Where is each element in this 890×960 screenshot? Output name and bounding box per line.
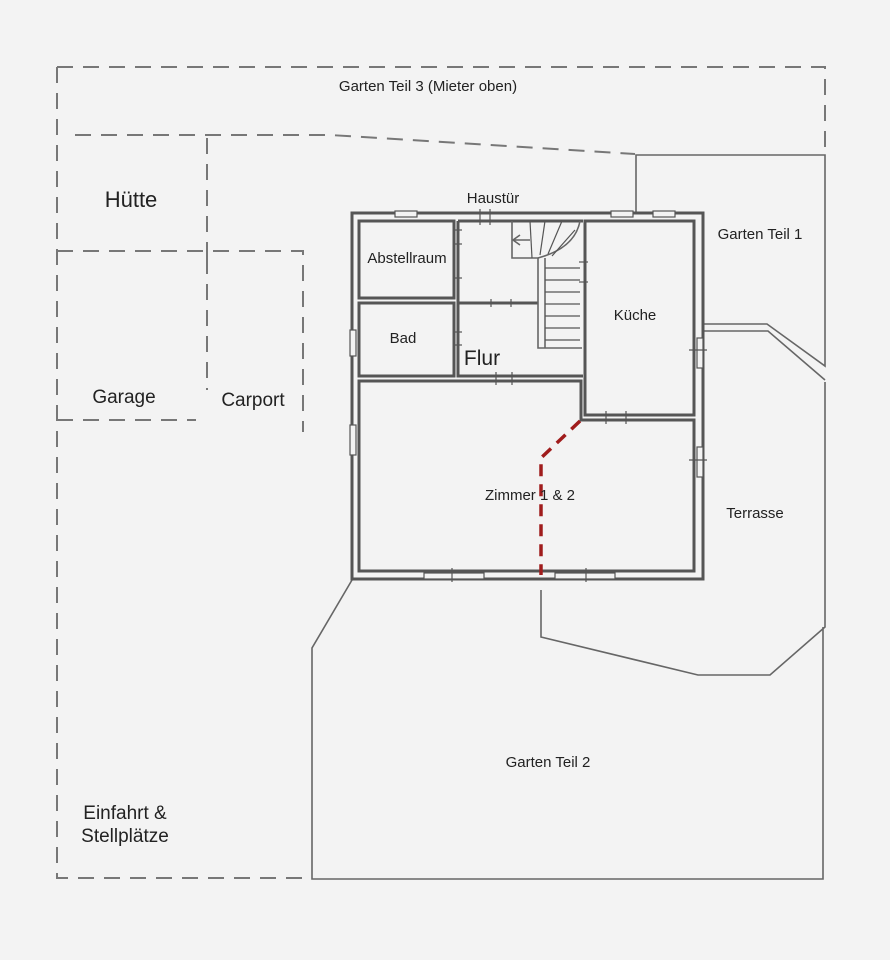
garden-3-boundary bbox=[57, 66, 826, 155]
house-outer-wall bbox=[350, 211, 705, 581]
label-bad: Bad bbox=[390, 330, 417, 347]
label-flur: Flur bbox=[464, 347, 500, 370]
zimmer-wall bbox=[357, 379, 696, 573]
label-huette: Hütte bbox=[105, 187, 158, 212]
label-haustuer: Haustür bbox=[467, 190, 520, 207]
label-abstellraum: Abstellraum bbox=[367, 250, 446, 267]
garden-1-outline bbox=[635, 154, 826, 368]
arrow-icon bbox=[511, 234, 530, 246]
label-einfahrt: Einfahrt & bbox=[83, 803, 167, 824]
left-property-boundary bbox=[56, 67, 312, 879]
terrace-outline-lower bbox=[540, 382, 826, 676]
windows bbox=[349, 209, 707, 582]
label-zimmer: Zimmer 1 & 2 bbox=[485, 487, 575, 504]
label-garten-teil-3: Garten Teil 3 (Mieter oben) bbox=[339, 78, 517, 95]
garage-top-boundary bbox=[57, 250, 304, 432]
kueche-wall bbox=[583, 219, 696, 417]
bad-wall bbox=[357, 301, 456, 378]
label-terrasse: Terrasse bbox=[726, 505, 784, 522]
label-carport: Carport bbox=[221, 390, 285, 411]
house-walls bbox=[350, 211, 705, 581]
garden-2-outline bbox=[311, 579, 824, 880]
label-garten-teil-2: Garten Teil 2 bbox=[506, 754, 591, 771]
garden-3-lower-boundary bbox=[75, 134, 636, 155]
label-stellplaetze: Stellplätze bbox=[81, 826, 169, 847]
outdoor-outlines bbox=[311, 154, 826, 880]
abstellraum-wall bbox=[357, 219, 456, 300]
red-divider-line bbox=[539, 419, 582, 575]
flur-wall bbox=[456, 221, 583, 378]
dashed-boundaries bbox=[56, 66, 826, 879]
label-garten-teil-1: Garten Teil 1 bbox=[718, 226, 803, 243]
label-garage: Garage bbox=[92, 387, 155, 408]
label-kueche: Küche bbox=[614, 307, 657, 324]
staircase bbox=[511, 220, 582, 349]
terrace-outline-upper bbox=[703, 330, 826, 381]
